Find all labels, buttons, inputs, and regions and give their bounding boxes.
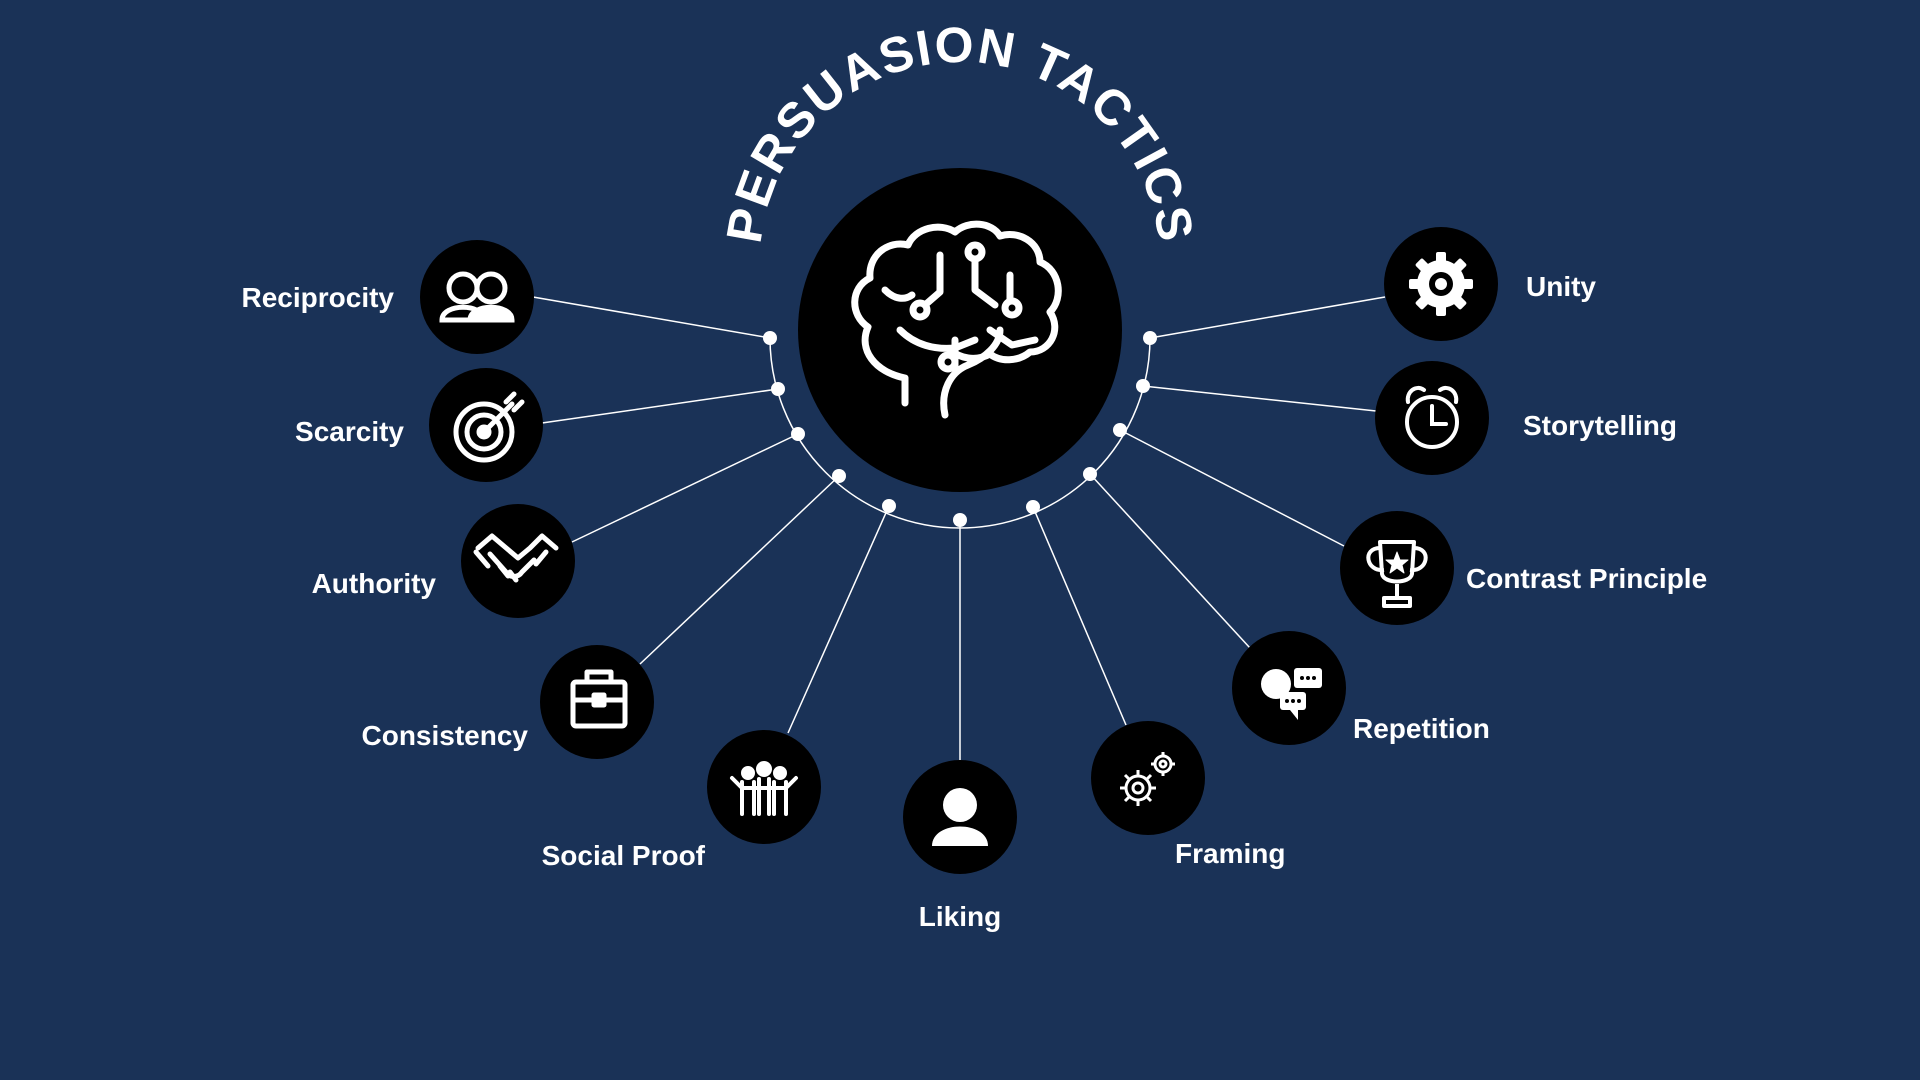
brain-circuit-icon: [851, 220, 1062, 419]
connector-dot: [791, 427, 805, 441]
briefcase-icon: [570, 669, 628, 729]
connector-dot: [1143, 331, 1157, 345]
connector-line: [1032, 506, 1127, 726]
connector-line: [571, 433, 799, 543]
tactic-node: Storytelling: [1136, 361, 1677, 475]
tactic-node: Framing: [1026, 500, 1285, 869]
tactic-label: Social Proof: [542, 840, 706, 871]
connector-dot: [1026, 500, 1040, 514]
tactic-node: Scarcity: [295, 368, 785, 482]
tactic-label: Storytelling: [1523, 410, 1677, 441]
center-node: [798, 168, 1122, 492]
target-arrow-icon: [453, 391, 525, 463]
gears-icon: [1120, 752, 1175, 806]
tactic-label: Repetition: [1353, 713, 1490, 744]
tactic-node: Authority: [312, 427, 805, 618]
connector-line: [1119, 429, 1345, 547]
connector-line: [541, 388, 779, 424]
connector-dot: [832, 469, 846, 483]
tactic-node: Liking: [903, 513, 1017, 932]
connector-line: [639, 475, 840, 665]
connector-line: [787, 505, 890, 734]
tactic-node: Consistency: [362, 469, 846, 759]
connector-dot: [1136, 379, 1150, 393]
connector-line: [1089, 473, 1251, 649]
tactic-label: Framing: [1175, 838, 1285, 869]
gear-icon: [1409, 252, 1473, 316]
tactic-node: Unity: [1143, 227, 1596, 345]
two-people-icon: [439, 271, 515, 323]
node-circle: [420, 240, 534, 354]
connector-dot: [953, 513, 967, 527]
connector-dot: [882, 499, 896, 513]
group-hug-icon: [730, 761, 798, 816]
chat-bubbles-icon: [1261, 668, 1322, 720]
person-icon: [932, 788, 988, 846]
tactic-label: Authority: [312, 568, 437, 599]
connector-line: [1149, 296, 1386, 339]
connector-dot: [1083, 467, 1097, 481]
tactic-label: Reciprocity: [242, 282, 395, 313]
tactic-node: Repetition: [1083, 467, 1490, 745]
tactic-node: Contrast Principle: [1113, 423, 1707, 625]
tactic-label: Consistency: [362, 720, 529, 751]
connector-dot: [763, 331, 777, 345]
connector-dot: [1113, 423, 1127, 437]
connector-line: [532, 296, 771, 339]
alarm-clock-icon: [1405, 385, 1459, 449]
tactic-label: Liking: [919, 901, 1001, 932]
node-circle: [461, 504, 575, 618]
tactic-node: Reciprocity: [242, 240, 777, 354]
tactic-node: Social Proof: [542, 499, 896, 871]
tactic-label: Scarcity: [295, 416, 404, 447]
tactic-label: Contrast Principle: [1466, 563, 1707, 594]
trophy-icon: [1366, 540, 1428, 608]
tactic-label: Unity: [1526, 271, 1596, 302]
connector-line: [1142, 385, 1377, 412]
handshake-icon: [473, 533, 559, 583]
connector-dot: [771, 382, 785, 396]
